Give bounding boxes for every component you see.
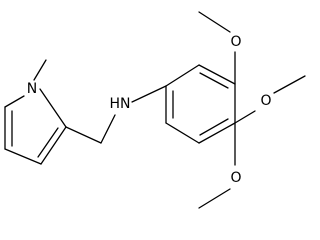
double-bond-b2-b3-inner	[199, 72, 229, 89]
atom-label-methoxy-top: O	[230, 34, 241, 50]
bond-n-methyl	[33, 59, 47, 81]
atom-label-methoxy-right: O	[260, 93, 271, 109]
bond-b2-b3	[198, 64, 236, 85]
bond-nh-ring	[131, 85, 167, 103]
bond-o-bottom-methyl	[198, 188, 231, 209]
bond-c5-n1	[4, 95, 25, 108]
structure-canvas: N HN O O O	[4, 11, 306, 209]
bond-b5-b6	[165, 122, 200, 144]
bond-o-right-methyl	[273, 75, 306, 94]
bond-n1-c2	[39, 88, 67, 128]
chemical-structure-diagram: N HN O O O	[4, 11, 306, 209]
double-bond-b4-b5-inner	[199, 118, 229, 136]
atom-label-methoxy-bottom: O	[230, 170, 241, 186]
double-bond-c2-c3-inner	[37, 127, 59, 158]
atom-label-amine: HN	[110, 96, 131, 112]
bond-b4-b5	[198, 122, 236, 144]
bond-o-top-methyl	[198, 11, 231, 33]
bond-c3-c4	[4, 148, 42, 165]
benzene-ring	[165, 64, 236, 144]
bond-c2-c3	[40, 126, 67, 165]
pyrrole-ring	[4, 88, 67, 165]
bond-c2-ch2	[65, 126, 102, 144]
bond-ring-o-right	[234, 110, 256, 124]
bond-b1-b2	[165, 64, 200, 87]
bond-ch2-nh	[100, 114, 116, 144]
atom-label-pyrrole-n: N	[27, 81, 37, 97]
